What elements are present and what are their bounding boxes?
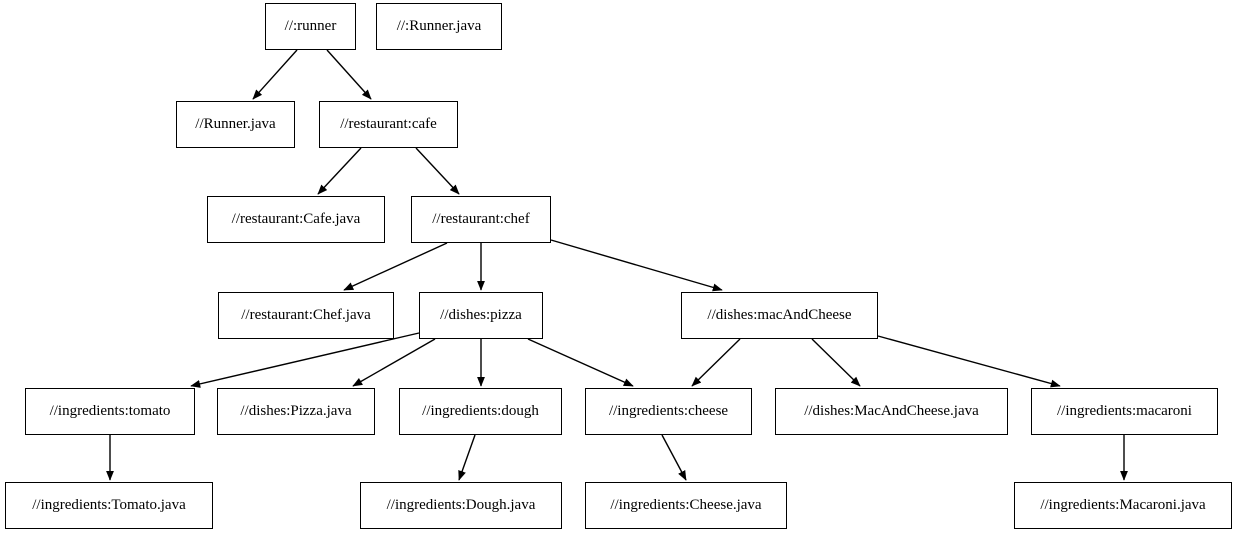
graph-node-label: //:runner bbox=[284, 18, 337, 34]
graph-edge-restaurant_cafe-to-restaurant_chef bbox=[415, 147, 460, 195]
graph-node-cheese_java[interactable]: //ingredients:Cheese.java bbox=[585, 482, 787, 529]
graph-edge-restaurant_chef-to-chef_java bbox=[343, 242, 448, 291]
graph-node-pizza_java[interactable]: //dishes:Pizza.java bbox=[217, 388, 375, 435]
graph-node-label: //ingredients:macaroni bbox=[1057, 403, 1192, 419]
graph-edge-ing_cheese-to-cheese_java bbox=[661, 434, 687, 481]
graph-node-runner_java[interactable]: //Runner.java bbox=[176, 101, 295, 148]
graph-edge-dishes_pizza-to-ing_tomato bbox=[190, 332, 420, 388]
graph-node-cafe_java[interactable]: //restaurant:Cafe.java bbox=[207, 196, 385, 243]
graph-node-label: //Runner.java bbox=[195, 116, 276, 132]
graph-edge-dishes_mac-to-ing_macaroni bbox=[877, 335, 1061, 388]
graph-node-root_runner_java[interactable]: //:Runner.java bbox=[376, 3, 502, 50]
graph-edges bbox=[106, 49, 1128, 481]
graph-edge-dishes_mac-to-ing_cheese bbox=[691, 338, 741, 387]
graph-node-ing_tomato[interactable]: //ingredients:tomato bbox=[25, 388, 195, 435]
graph-node-label: //restaurant:cafe bbox=[340, 116, 437, 132]
graph-edge-runner-to-restaurant_cafe bbox=[326, 49, 372, 100]
graph-edge-ing_dough-to-dough_java bbox=[458, 434, 476, 481]
graph-node-restaurant_cafe[interactable]: //restaurant:cafe bbox=[319, 101, 458, 148]
graph-node-label: //:Runner.java bbox=[396, 18, 482, 34]
graph-node-ing_dough[interactable]: //ingredients:dough bbox=[399, 388, 562, 435]
graph-node-ing_cheese[interactable]: //ingredients:cheese bbox=[585, 388, 752, 435]
graph-node-label: //dishes:pizza bbox=[440, 307, 522, 323]
graph-node-tomato_java[interactable]: //ingredients:Tomato.java bbox=[5, 482, 213, 529]
graph-edge-dishes_pizza-to-pizza_java bbox=[352, 338, 436, 387]
graph-node-label: //ingredients:Dough.java bbox=[386, 497, 536, 513]
graph-node-label: //ingredients:cheese bbox=[608, 403, 729, 419]
graph-node-label: //restaurant:Chef.java bbox=[241, 307, 371, 323]
graph-node-dishes_mac[interactable]: //dishes:macAndCheese bbox=[681, 292, 878, 339]
graph-edge-dishes_mac-to-mac_java bbox=[811, 338, 861, 387]
graph-edge-runner-to-runner_java bbox=[252, 49, 298, 100]
graph-node-label: //ingredients:Cheese.java bbox=[610, 497, 762, 513]
graph-edge-dishes_pizza-to-ing_cheese bbox=[527, 338, 634, 387]
graph-node-label: //ingredients:tomato bbox=[49, 403, 171, 419]
graph-node-label: //ingredients:dough bbox=[422, 403, 539, 419]
graph-node-macaroni_java[interactable]: //ingredients:Macaroni.java bbox=[1014, 482, 1232, 529]
graph-node-label: //dishes:Pizza.java bbox=[240, 403, 352, 419]
graph-node-ing_macaroni[interactable]: //ingredients:macaroni bbox=[1031, 388, 1218, 435]
graph-node-dough_java[interactable]: //ingredients:Dough.java bbox=[360, 482, 562, 529]
graph-node-label: //restaurant:Cafe.java bbox=[231, 211, 361, 227]
graph-node-label: //ingredients:Macaroni.java bbox=[1040, 497, 1206, 513]
graph-edge-restaurant_cafe-to-cafe_java bbox=[317, 147, 362, 195]
graph-node-label: //restaurant:chef bbox=[432, 211, 530, 227]
graph-node-dishes_pizza[interactable]: //dishes:pizza bbox=[419, 292, 543, 339]
graph-node-label: //ingredients:Tomato.java bbox=[32, 497, 186, 513]
graph-edge-restaurant_chef-to-dishes_mac bbox=[550, 239, 723, 292]
graph-node-chef_java[interactable]: //restaurant:Chef.java bbox=[218, 292, 394, 339]
graph-node-label: //dishes:MacAndCheese.java bbox=[804, 403, 979, 419]
graph-node-mac_java[interactable]: //dishes:MacAndCheese.java bbox=[775, 388, 1008, 435]
graph-node-label: //dishes:macAndCheese bbox=[707, 307, 852, 323]
graph-node-runner[interactable]: //:runner bbox=[265, 3, 356, 50]
graph-node-restaurant_chef[interactable]: //restaurant:chef bbox=[411, 196, 551, 243]
